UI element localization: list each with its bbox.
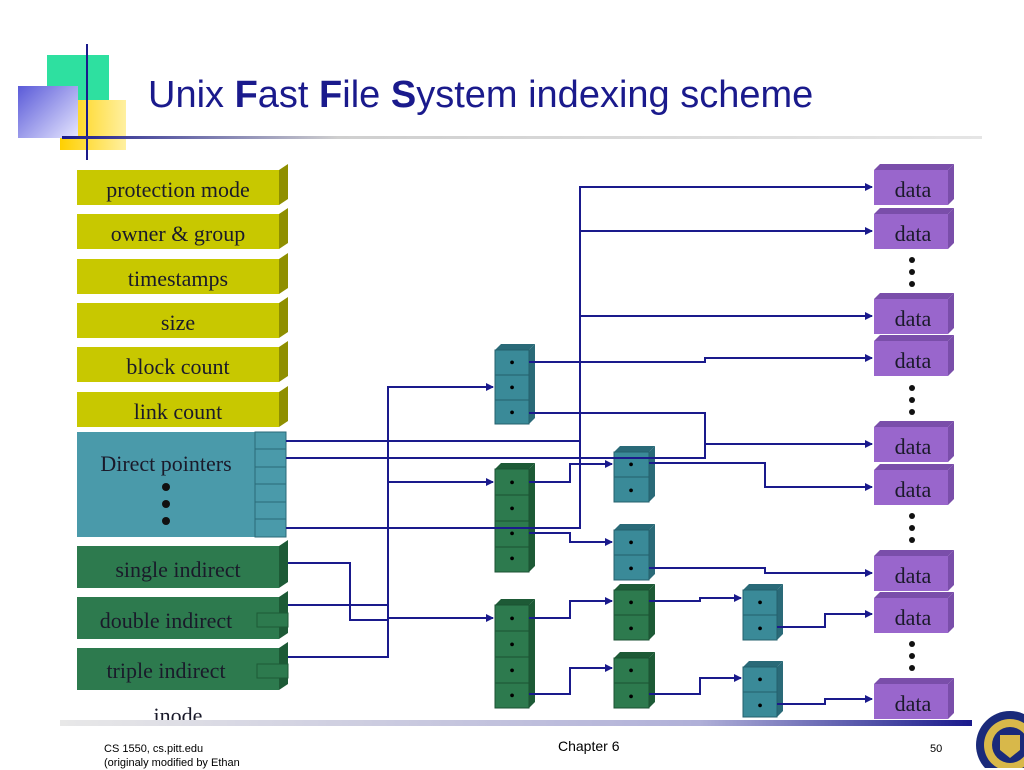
svg-text:•: • <box>509 637 515 654</box>
svg-text:size: size <box>161 310 195 335</box>
inode-single-indirect: single indirect <box>77 540 288 588</box>
svg-text:•: • <box>628 621 634 638</box>
svg-text:•: • <box>509 526 515 543</box>
svg-text:data: data <box>895 477 932 502</box>
data-ellipsis <box>909 513 915 543</box>
svg-text:•: • <box>757 698 763 715</box>
svg-text:•: • <box>509 355 515 372</box>
svg-text:protection mode: protection mode <box>106 177 250 202</box>
page-number: 50 <box>930 743 943 755</box>
footer-course-info: CS 1550, cs.pitt.edu (originaly modified… <box>104 742 240 770</box>
decor-blue-square <box>18 86 78 138</box>
triple-second-level-block-1: • • <box>613 584 655 641</box>
footer-course: CS 1550, cs.pitt.edu <box>104 743 204 755</box>
triple-third-level-block-2: • • <box>742 661 783 718</box>
decor-vertical-line <box>86 44 88 160</box>
data-block: data <box>874 464 954 505</box>
svg-text:•: • <box>509 475 515 492</box>
svg-text:data: data <box>895 691 932 716</box>
single-indirect-block: • • • <box>494 344 535 425</box>
svg-text:single indirect: single indirect <box>115 557 240 582</box>
svg-text:owner & group: owner & group <box>111 221 245 246</box>
inode-field-owner-group: owner & group <box>77 208 288 249</box>
svg-text:•: • <box>628 457 634 474</box>
svg-text:•: • <box>628 483 634 500</box>
inode-field-block-count: block count <box>77 341 288 382</box>
svg-text:•: • <box>509 405 515 422</box>
svg-text:•: • <box>628 595 634 612</box>
svg-text:•: • <box>509 380 515 397</box>
data-block: data <box>874 678 954 719</box>
data-block: data <box>874 208 954 249</box>
svg-text:Direct pointers: Direct pointers <box>100 451 231 476</box>
data-block: data <box>874 293 954 334</box>
inode-direct-pointers: Direct pointers <box>77 431 287 538</box>
data-ellipsis <box>909 641 915 671</box>
svg-text:•: • <box>628 535 634 552</box>
svg-text:•: • <box>509 688 515 705</box>
svg-text:double indirect: double indirect <box>100 608 233 633</box>
svg-text:link count: link count <box>134 399 223 424</box>
svg-text:•: • <box>757 672 763 689</box>
svg-text:data: data <box>895 348 932 373</box>
svg-text:•: • <box>628 663 634 680</box>
svg-text:•: • <box>757 621 763 638</box>
triple-third-level-block-1: • • <box>742 584 783 641</box>
pointer-arrows <box>286 183 873 705</box>
data-block: data <box>874 421 954 462</box>
svg-text:•: • <box>628 689 634 706</box>
decor-horizontal-line <box>62 136 982 139</box>
svg-text:block count: block count <box>126 354 229 379</box>
data-block: data <box>874 164 954 205</box>
svg-text:•: • <box>509 663 515 680</box>
footer-rule <box>60 720 972 726</box>
svg-text:•: • <box>628 561 634 578</box>
svg-text:•: • <box>509 611 515 628</box>
triple-indirect-block: • • • • <box>494 599 535 709</box>
inode-triple-indirect: triple indirect <box>77 642 289 690</box>
triple-second-level-block-2: • • <box>613 652 655 709</box>
data-ellipsis <box>909 385 915 415</box>
inode-field-size: size <box>77 297 288 338</box>
double-indirect-block: • • • • <box>494 463 535 573</box>
svg-text:•: • <box>509 501 515 518</box>
slide-title: Unix Fast File System indexing scheme <box>148 74 814 116</box>
data-ellipsis <box>909 257 915 287</box>
svg-text:•: • <box>509 551 515 568</box>
university-seal-logo <box>976 711 1024 768</box>
svg-text:data: data <box>895 177 932 202</box>
data-block: data <box>874 592 954 633</box>
inode-field-protection-mode: protection mode <box>77 164 288 205</box>
data-block: data <box>874 335 954 376</box>
inode-double-indirect: double indirect <box>77 591 289 639</box>
svg-text:timestamps: timestamps <box>128 266 228 291</box>
svg-text:data: data <box>895 605 932 630</box>
double-second-level-block-2: • • <box>613 524 655 581</box>
svg-text:data: data <box>895 563 932 588</box>
svg-text:triple indirect: triple indirect <box>106 658 225 683</box>
svg-text:•: • <box>757 595 763 612</box>
inode-field-link-count: link count <box>77 386 288 427</box>
footer-note: (originaly modified by Ethan <box>104 757 240 769</box>
svg-text:data: data <box>895 306 932 331</box>
inode-field-timestamps: timestamps <box>77 253 288 294</box>
double-second-level-block-1: • • <box>613 446 655 503</box>
svg-text:data: data <box>895 434 932 459</box>
data-block: data <box>874 550 954 591</box>
footer-chapter: Chapter 6 <box>558 738 620 754</box>
svg-text:data: data <box>895 221 932 246</box>
